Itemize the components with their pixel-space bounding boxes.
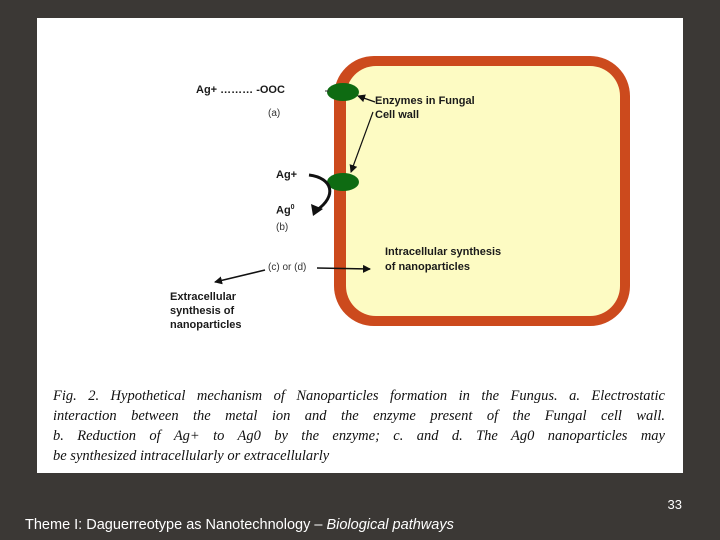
arrow-to-enzyme-middle xyxy=(349,111,374,173)
reduction-arrow xyxy=(308,173,332,212)
arrow-to-enzyme-top xyxy=(357,94,376,103)
fungus-diagram xyxy=(214,56,630,326)
reduction-arrowhead xyxy=(311,204,323,216)
footer-italic: Biological pathways xyxy=(326,517,454,533)
caption-line-4: be synthesized intracellularly or extrac… xyxy=(53,448,330,464)
ag-plus-label: Ag+ xyxy=(276,169,298,181)
slide-number: 33 xyxy=(667,497,682,512)
figure-caption: Fig. 2. Hypothetical mechanism of Nanopa… xyxy=(53,386,665,466)
extracellular-label-line1: Extracellular xyxy=(170,291,237,303)
ag0-superscript: 0 xyxy=(290,204,295,211)
enzymes-label-line2: Cell wall xyxy=(375,109,420,121)
intracellular-label-line1: Intracellular synthesis xyxy=(385,246,502,258)
label-b: (b) xyxy=(276,222,289,233)
ag0-label: Ag0 xyxy=(276,204,295,217)
enzyme-middle xyxy=(327,173,359,191)
enzymes-label-line1: Enzymes in Fungal xyxy=(375,95,475,107)
cytoplasm xyxy=(346,66,620,316)
extracellular-label-line3: nanoparticles xyxy=(170,319,242,331)
enzyme-top xyxy=(327,83,359,101)
slide-footer: Theme I: Daguerreotype as Nanotechnology… xyxy=(25,517,454,533)
caption-line-3: b. Reduction of Ag+ to Ag0 by the enzyme… xyxy=(53,428,665,444)
caption-line-1: Fig. 2. Hypothetical mechanism of Nanopa… xyxy=(53,388,665,404)
ag-ooc-label: Ag+ ……… -OOC xyxy=(196,84,285,96)
caption-line-2: interaction between the metal ion and th… xyxy=(53,408,665,424)
label-a: (a) xyxy=(268,108,281,119)
figure-card: Ag+ ……… -OOC (a) Enzymes in Fungal Cell … xyxy=(37,18,683,473)
arrow-extracellular xyxy=(214,269,266,285)
label-c-or-d: (c) or (d) xyxy=(268,262,307,273)
footer-text: Theme I: Daguerreotype as Nanotechnology… xyxy=(25,517,327,533)
arrow-intracellular xyxy=(316,264,371,273)
extracellular-label-line2: synthesis of xyxy=(170,305,235,317)
intracellular-label-line2: of nanoparticles xyxy=(385,261,470,273)
ag0-base: Ag xyxy=(276,204,291,217)
